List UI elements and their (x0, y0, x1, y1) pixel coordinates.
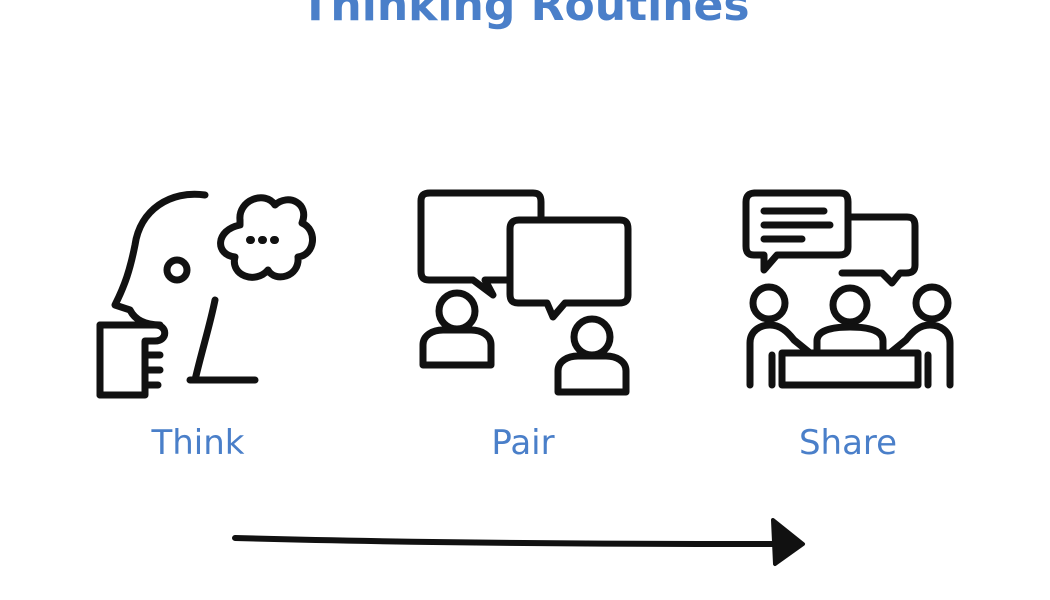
diagram-title: Thinking Routines (300, 0, 750, 31)
group-share-icon (742, 185, 957, 400)
step-label-share: Share (798, 423, 898, 463)
flow-arrow (225, 510, 815, 574)
thinking-head-icon (90, 185, 320, 405)
step-label-think: Think (151, 423, 245, 463)
pair-conversation-icon (415, 185, 640, 400)
step-label-pair: Pair (491, 423, 555, 463)
